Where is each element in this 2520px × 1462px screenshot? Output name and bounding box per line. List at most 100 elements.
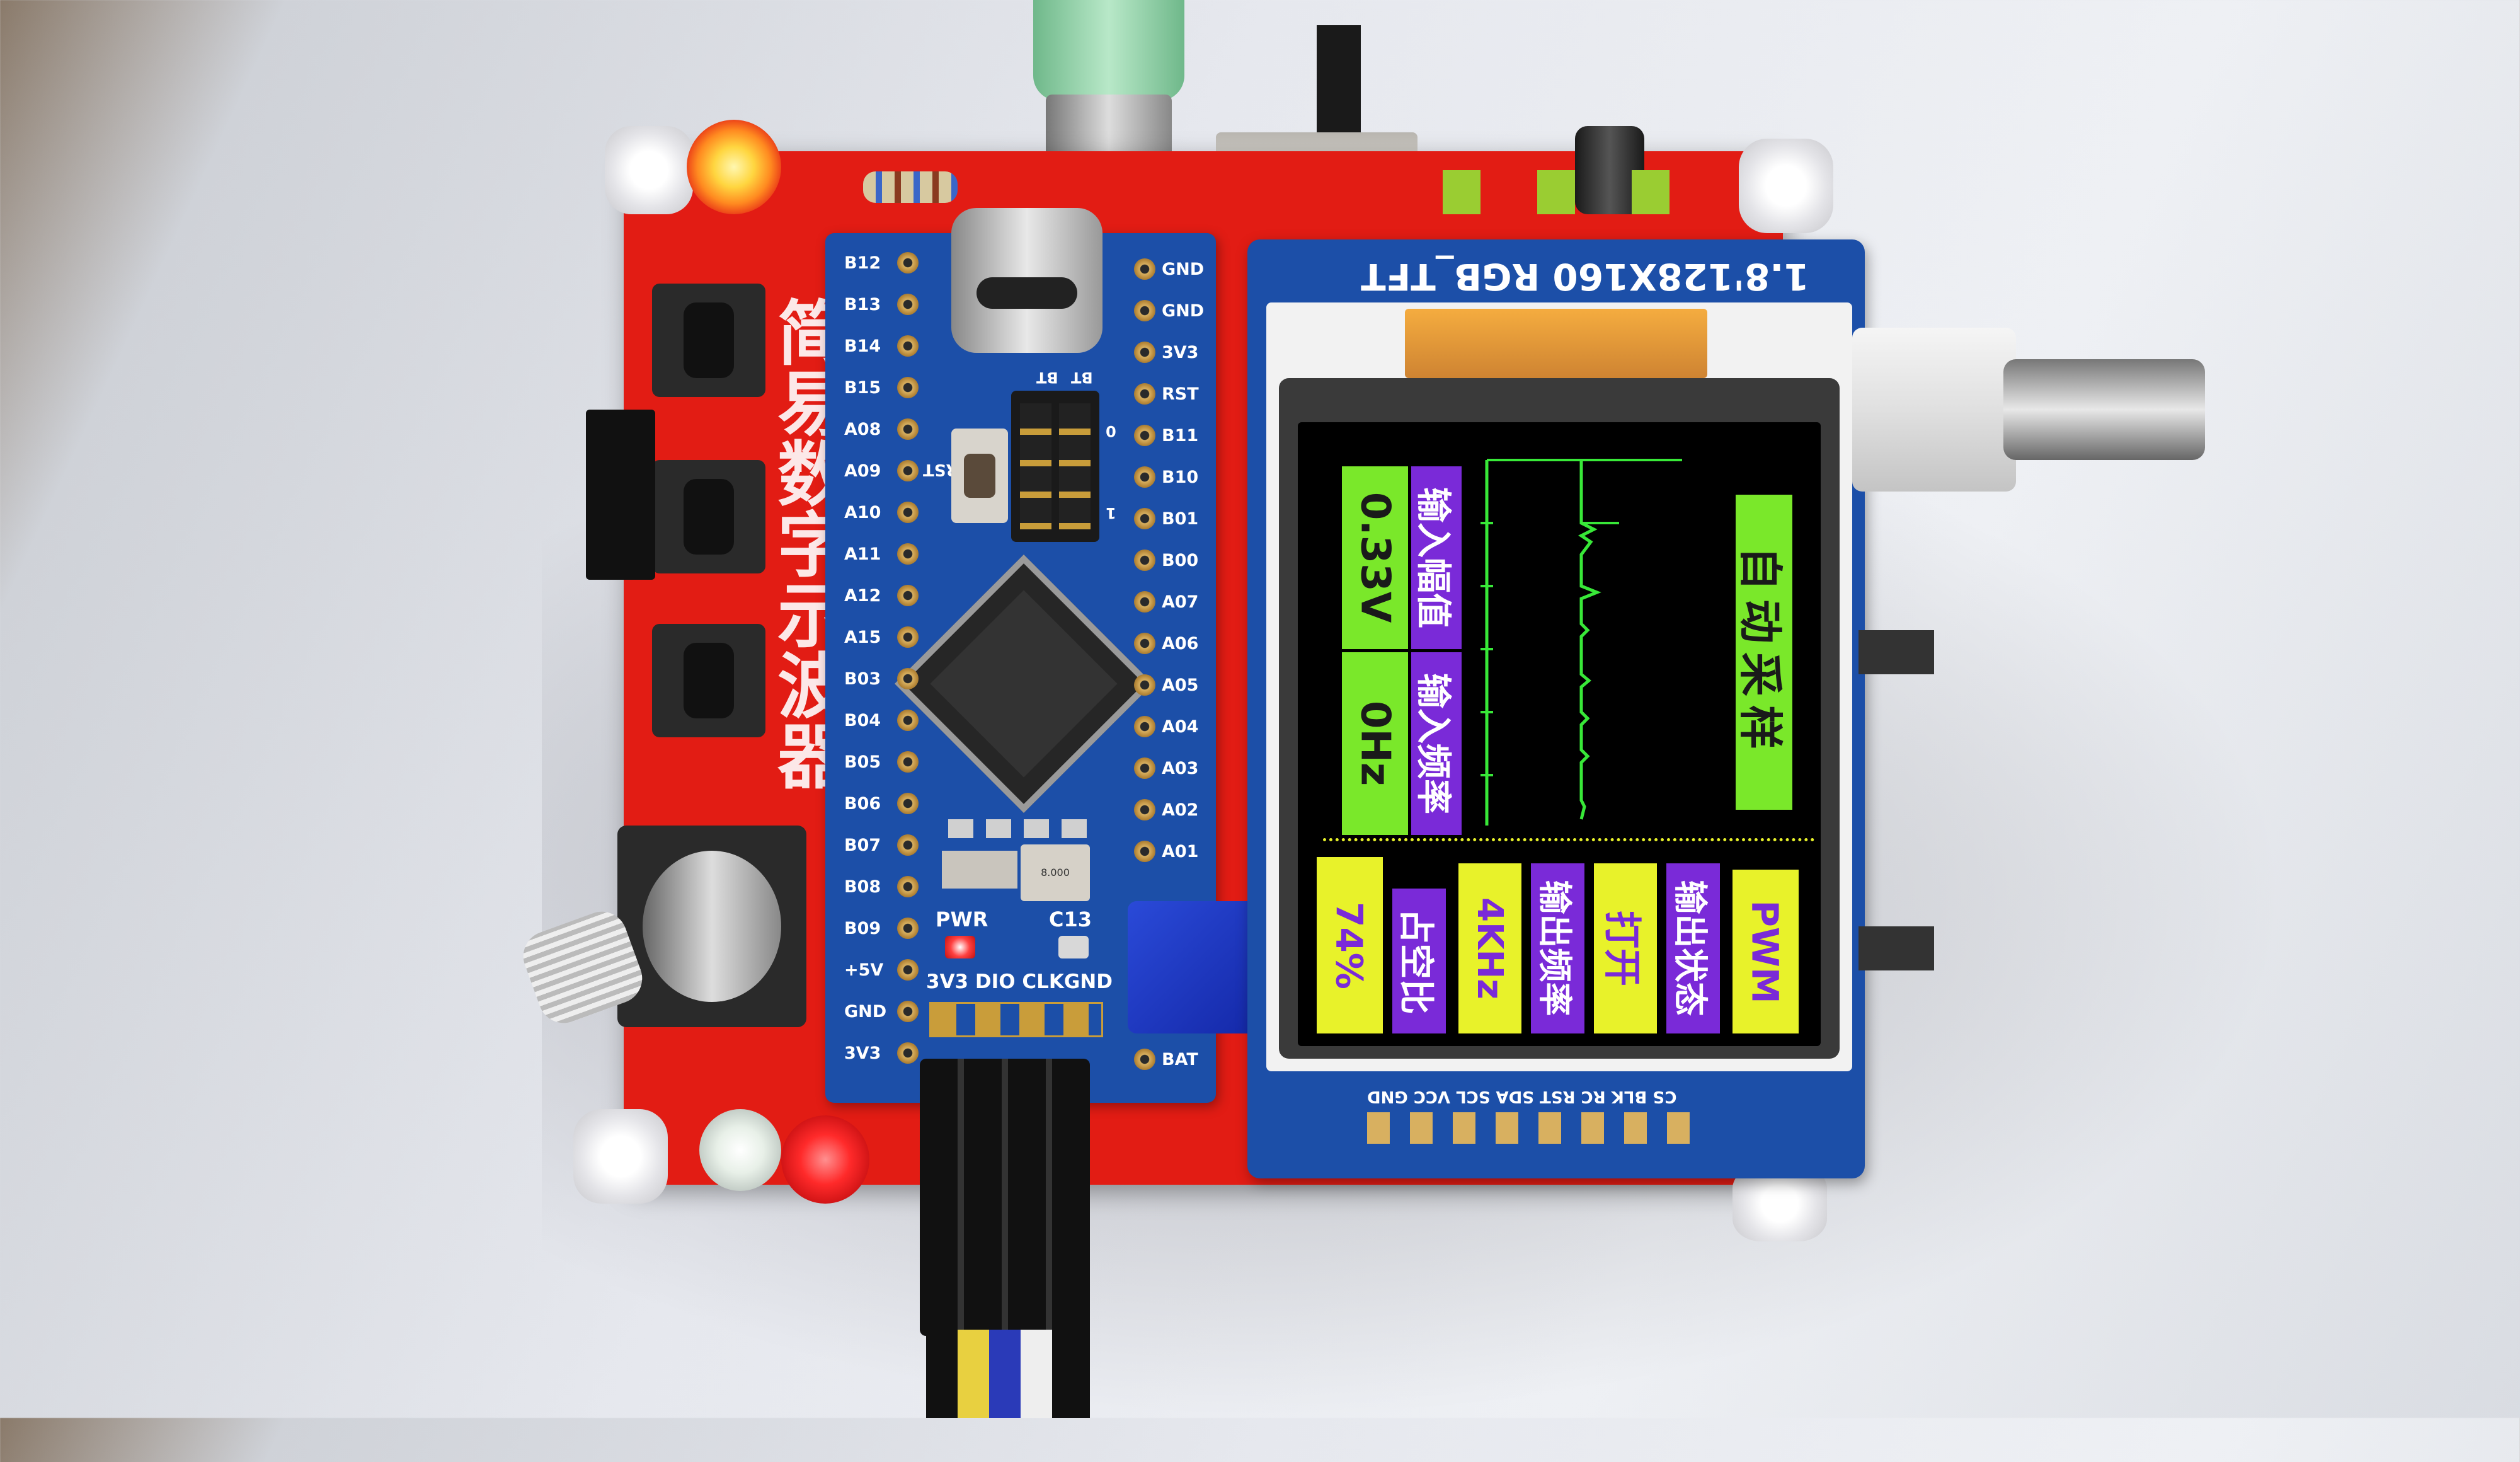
crystal-label: 8.000	[1041, 866, 1070, 878]
standoff-bottom-right	[1732, 1166, 1827, 1241]
jumper-wire-icon	[920, 1059, 1090, 1336]
jumper-wire-colors	[926, 1330, 1090, 1418]
bnc-tab	[1858, 926, 1934, 970]
standoff-bottom-left	[573, 1109, 668, 1204]
pin-label: A03	[1162, 758, 1199, 778]
pin-label: A12	[844, 585, 881, 606]
tft-module-bottom-labels: CS BLK RC RST SDA SCL VCC GND	[1367, 1087, 1677, 1106]
c13-led-icon	[1058, 936, 1089, 958]
header-pin	[1134, 1049, 1155, 1070]
header-pin	[1134, 258, 1155, 280]
led-red-icon	[781, 1115, 869, 1204]
header-pin	[1134, 300, 1155, 321]
header-pin	[1134, 342, 1155, 363]
push-button-icon[interactable]	[652, 284, 765, 397]
header-pin	[1134, 466, 1155, 488]
side-header	[586, 410, 655, 580]
pwr-led-icon	[945, 936, 975, 958]
debug-header-label: 3V3 DIO CLKGND	[926, 970, 1113, 993]
bottom-cell: 输出状态	[1666, 863, 1720, 1033]
voltage-value-block: 0.33V	[1342, 466, 1408, 649]
header-pin	[897, 959, 919, 981]
pin-label: 3V3	[1162, 342, 1199, 362]
freq-label-block: 输入频率	[1411, 652, 1462, 835]
audio-jack-plug	[1033, 0, 1184, 101]
jumper-label-bt0: BT	[1071, 369, 1093, 386]
push-button-icon[interactable]	[652, 624, 765, 737]
standoff-top-right	[1739, 139, 1833, 233]
screen-separator	[1323, 838, 1814, 841]
bottom-cell: 输出频率	[1531, 863, 1584, 1033]
pin-label: A02	[1162, 800, 1199, 820]
header-pin	[897, 252, 919, 273]
bottom-cell-text: 打开	[1600, 911, 1644, 986]
pin-label: A11	[844, 544, 881, 564]
debug-header-pins	[929, 1002, 1103, 1037]
header-pin	[897, 834, 919, 856]
freq-value: 0Hz	[1352, 700, 1399, 786]
header-pin	[897, 418, 919, 440]
pin-label: GND	[1162, 301, 1205, 321]
pin-label: B06	[844, 793, 881, 814]
jumper-label-0: 0	[1106, 422, 1116, 440]
bottom-cell-text: 74%	[1328, 902, 1371, 989]
header-pin	[897, 335, 919, 357]
bnc-tab	[1858, 630, 1934, 674]
header-pin	[897, 710, 919, 731]
tft-screen: 0.33V 输入幅值 0Hz 输入频率 自动采	[1298, 422, 1821, 1046]
pin-label: A05	[1162, 675, 1199, 695]
bottom-cell-text: 占空比	[1395, 908, 1436, 1015]
smd-resistor-row	[948, 819, 1099, 838]
c13-label: C13	[1049, 907, 1092, 931]
bottom-cell-text: 输出状态	[1670, 880, 1710, 1016]
resistor	[863, 171, 958, 203]
pin-label: B01	[1162, 509, 1199, 529]
header-pin	[1134, 550, 1155, 571]
header-pin	[897, 502, 919, 523]
voltage-label: 输入幅值	[1412, 487, 1454, 628]
pin-label: B14	[844, 336, 881, 356]
bottom-cell: 4KHz	[1458, 863, 1521, 1033]
freq-value-block: 0Hz	[1342, 652, 1408, 835]
pin-label: +5V	[844, 960, 884, 980]
standoff-top-left	[605, 126, 693, 214]
header-pin	[1134, 674, 1155, 696]
push-button-icon[interactable]	[652, 460, 765, 573]
pin-label: A06	[1162, 633, 1199, 653]
blue-block	[1128, 901, 1260, 1033]
bottom-cell: 打开	[1594, 863, 1657, 1033]
header-pin	[897, 1042, 919, 1064]
bottom-cell-row: 74% 占空比 4KHz 输出频率 打开 输出状态 PWM	[1317, 851, 1814, 1033]
reset-button[interactable]	[951, 429, 1008, 523]
pin-label: A07	[1162, 592, 1199, 612]
header-pin	[897, 668, 919, 689]
led-white-icon	[699, 1109, 781, 1191]
bottom-cell-text: PWM	[1744, 900, 1787, 1004]
pin-label: B10	[1162, 467, 1199, 487]
pin-label: B11	[1162, 425, 1199, 446]
usb-c-icon[interactable]	[951, 208, 1102, 353]
rotary-encoder-icon[interactable]	[617, 826, 806, 1027]
tft-bottom-pins	[1367, 1112, 1707, 1144]
pin-label: A10	[844, 502, 881, 522]
header-pin	[897, 543, 919, 565]
boot-jumper-block[interactable]	[1011, 391, 1099, 542]
header-pin	[897, 294, 919, 315]
bnc-connector-icon[interactable]	[1852, 328, 2205, 492]
header-pin	[1134, 799, 1155, 820]
waveform-plot	[1480, 459, 1682, 826]
pin-label: A08	[844, 419, 881, 439]
pin-label: B07	[844, 835, 881, 855]
mcu-left-pins: B12 B13 B14 B15 A08 A09 A10 A11 A12 A15 …	[844, 252, 932, 1084]
jumper-label-1: 1	[1106, 504, 1116, 522]
pin-label: A04	[1162, 717, 1199, 737]
header-pin	[1134, 591, 1155, 613]
pwr-label: PWR	[936, 907, 988, 931]
pin-label: B03	[844, 669, 881, 689]
header-pin	[1134, 841, 1155, 862]
pin-label: 3V3	[844, 1043, 881, 1063]
mode-label-block: 自动采样	[1736, 495, 1792, 810]
header-pin	[897, 1001, 919, 1022]
crystal-oscillator: 8.000	[1021, 844, 1090, 901]
pin-label: B08	[844, 877, 881, 897]
